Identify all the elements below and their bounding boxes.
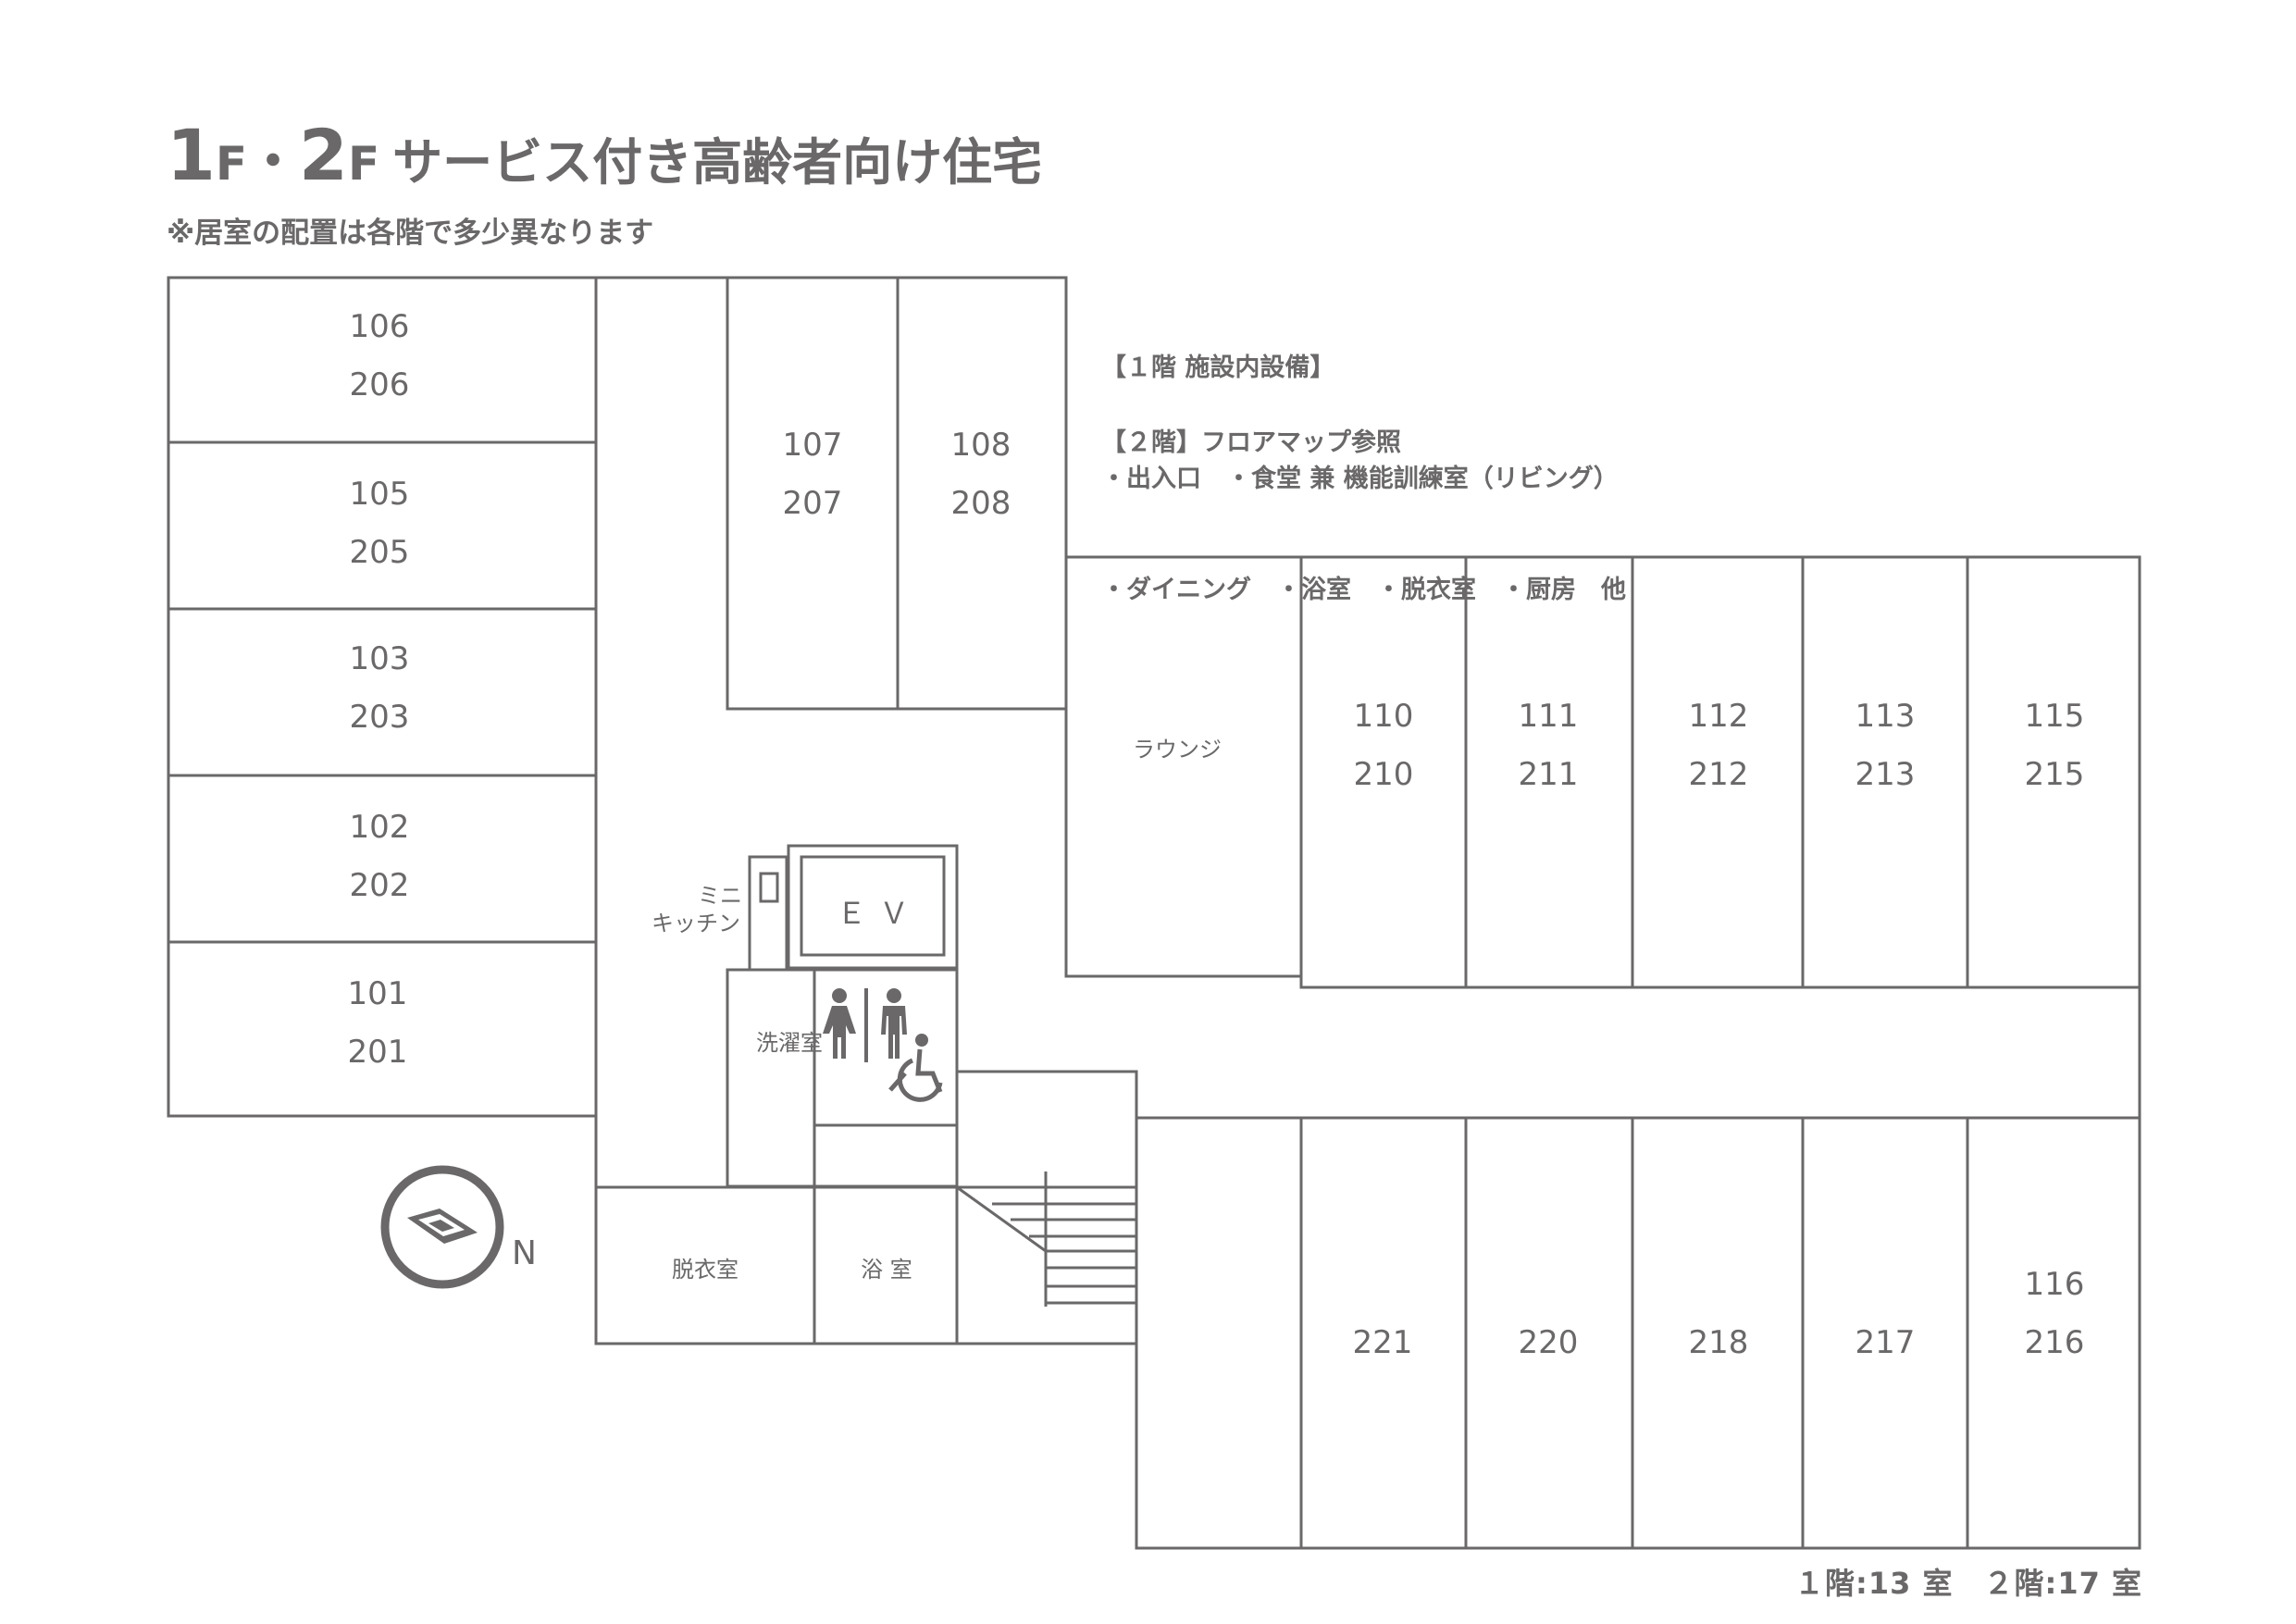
floor2-note: 【２階】フロアマップ参照 [1101, 428, 1401, 457]
room-221 [1135, 1116, 1303, 1550]
lounge [1064, 557, 1301, 978]
corridor-outline [594, 1116, 1136, 1345]
changing-room-label: 脱衣室 [672, 1257, 738, 1283]
room-108-208 [896, 276, 1068, 711]
room-count: １階:13 室 ２階:17 室 [1794, 1566, 2142, 1601]
facilities-heading: 【１階 施設内設備】 [1101, 353, 1335, 382]
room-115-215 [1966, 555, 2141, 989]
laundry-label: 洗濯室 [756, 1030, 823, 1056]
room-label-221: 221 [1352, 1324, 1413, 1361]
facilities-line-1: ・出入口 ・食堂 兼 機能訓練室（リビング） [1101, 465, 1619, 493]
room-116-216 [1966, 1116, 2141, 1550]
elevator [787, 844, 959, 970]
compass-north-label: N [512, 1234, 537, 1272]
room-101-201 [167, 940, 598, 1118]
elevator-label: ＥＶ [836, 896, 923, 931]
restroom-divider [864, 988, 868, 1062]
room-label-217: 217 [1855, 1324, 1916, 1361]
male-restroom-icon [881, 988, 907, 1059]
facilities-list: 【１階 施設内設備】 ・出入口 ・食堂 兼 機能訓練室（リビング） ・ダイニング… [1101, 276, 1626, 646]
staircase [957, 1070, 1138, 1344]
compass-icon [380, 1165, 504, 1289]
room-label-220: 220 [1518, 1324, 1579, 1361]
mini-kitchen-label-2: キッチン [652, 911, 740, 936]
mini-kitchen-label-1: ミニ [698, 883, 742, 909]
wheelchair-icon [888, 1034, 943, 1102]
female-restroom-icon [823, 988, 856, 1059]
lounge-label: ラウンジ [1133, 737, 1222, 762]
page-subtitle: ※居室の配置は各階で多少異なります [167, 217, 654, 250]
facilities-line-2: ・ダイニング ・浴室 ・脱衣室 ・厨房 他 [1101, 576, 1626, 604]
laundry-room [726, 968, 816, 1188]
bath-label: 浴 室 [861, 1257, 912, 1283]
room-label-218: 218 [1688, 1324, 1749, 1361]
